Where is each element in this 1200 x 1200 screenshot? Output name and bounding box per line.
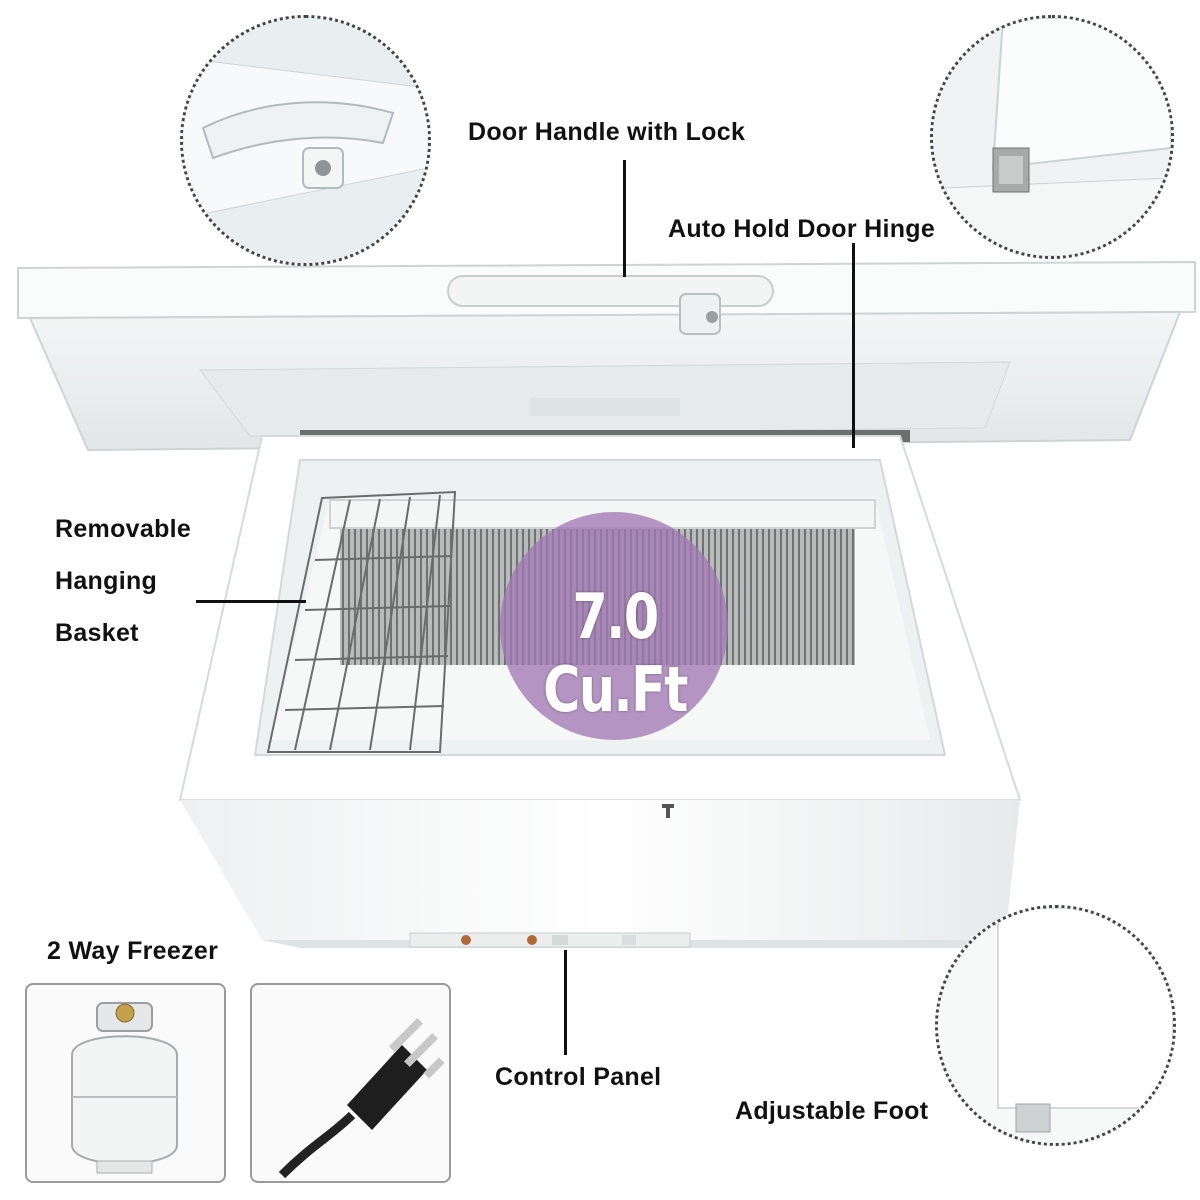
lock — [679, 293, 721, 335]
propane-tank-icon — [27, 985, 224, 1181]
power-plug-thumbnail — [250, 983, 451, 1183]
door-handle-label: Door Handle with Lock — [468, 118, 746, 146]
capacity-text: 7.0 Cu.Ft — [543, 580, 688, 726]
basket-label-line3: Basket — [55, 619, 139, 647]
basket-label-line1: Removable — [55, 515, 192, 543]
control-panel-label: Control Panel — [495, 1063, 662, 1091]
door-handle-leader — [623, 160, 626, 277]
basket-label-line2: Hanging — [55, 567, 158, 595]
basket-leader — [196, 600, 306, 603]
two-way-freezer-label: 2 Way Freezer — [47, 937, 219, 965]
propane-tank-thumbnail — [25, 983, 226, 1183]
door-hinge-label: Auto Hold Door Hinge — [668, 215, 936, 243]
control-panel-leader — [564, 950, 567, 1055]
hanging-basket — [266, 490, 457, 753]
door-handle — [447, 275, 774, 307]
door-hinge-detail-circle — [930, 15, 1174, 259]
adjustable-foot-detail-circle — [935, 905, 1176, 1146]
door-hinge-leader — [852, 243, 855, 448]
power-plug-icon — [252, 985, 449, 1181]
door-handle-detail-circle — [180, 15, 431, 266]
adjustable-foot-label: Adjustable Foot — [735, 1097, 929, 1125]
capacity-badge — [500, 512, 728, 740]
freezer-lid — [17, 260, 1196, 452]
